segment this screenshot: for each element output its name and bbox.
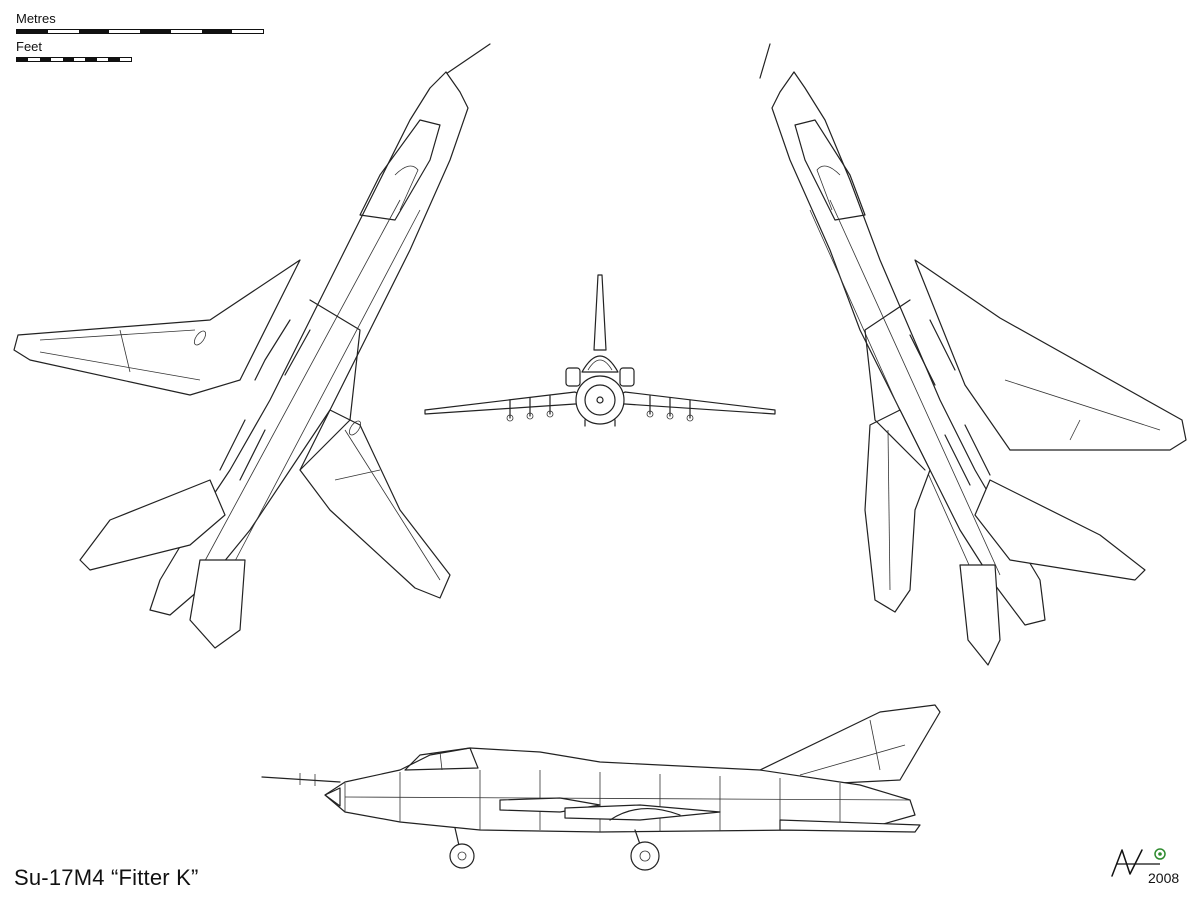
top-view-left [13, 43, 491, 649]
metres-scale-bar [16, 29, 264, 34]
scale-segment [78, 30, 110, 33]
scale-segment [17, 30, 48, 33]
scale-segment [96, 58, 109, 61]
scale-legend: Metres Feet [16, 12, 266, 62]
signature-mark-icon [1111, 848, 1166, 877]
scale-segment [119, 58, 132, 61]
metres-label: Metres [16, 11, 56, 26]
artist-signature: 2008 [1108, 846, 1190, 890]
scale-segment [17, 58, 29, 61]
scale-segment [201, 30, 233, 33]
scale-segment [28, 58, 40, 61]
scale-segment [51, 58, 63, 61]
feet-scale-bar [16, 57, 132, 62]
front-view [424, 274, 776, 427]
scale-segment [47, 30, 79, 33]
feet-label: Feet [16, 39, 43, 54]
aircraft-title: Su-17M4 “Fitter K” [14, 865, 199, 890]
top-view-right [759, 43, 1187, 666]
scale-segment [140, 30, 171, 33]
scale-segment [232, 30, 263, 33]
signature-year: 2008 [1148, 870, 1180, 886]
scale-segment [170, 30, 202, 33]
scale-segment [109, 30, 140, 33]
scale-segment [74, 58, 86, 61]
side-view [261, 704, 941, 871]
scale-segment [85, 58, 97, 61]
scale-segment [39, 58, 52, 61]
scale-segment [108, 58, 120, 61]
scale-segment [62, 58, 75, 61]
